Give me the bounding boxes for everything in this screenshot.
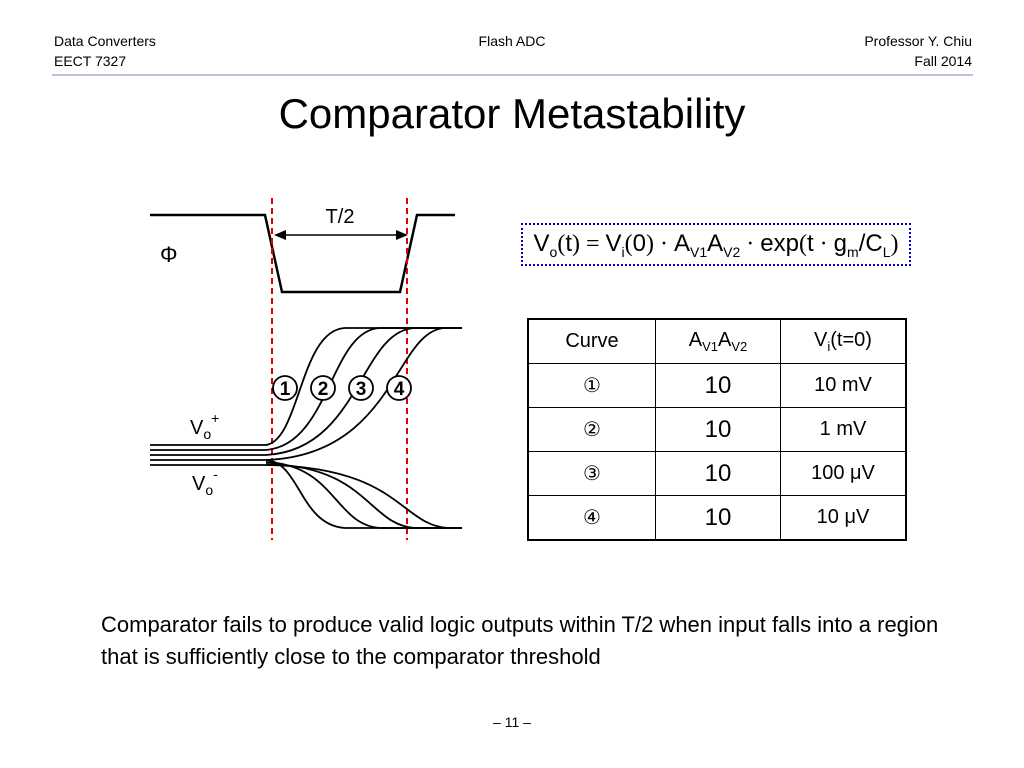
header-gain: AV1AV2 bbox=[655, 318, 781, 364]
curve-marker-2-label: 2 bbox=[318, 379, 329, 400]
slide-caption: Comparator fails to produce valid logic … bbox=[101, 612, 939, 669]
table-row: ③ 10 100 μV bbox=[527, 451, 907, 496]
table-row: ① 10 10 mV bbox=[527, 363, 907, 408]
course-header: Data Converters EECT 7327 bbox=[54, 31, 156, 71]
table-row: ② 10 1 mV bbox=[527, 407, 907, 452]
curve-marker-4: 4 bbox=[386, 375, 412, 401]
cell-initial-voltage: 10 μV bbox=[780, 495, 907, 541]
cell-initial-voltage: 100 μV bbox=[780, 451, 907, 496]
instructor-name: Professor Y. Chiu bbox=[864, 33, 972, 49]
curve-parameter-table: Curve AV1AV2 Vi(t=0) ① 10 10 mV ② 10 1 m… bbox=[527, 318, 907, 541]
semester: Fall 2014 bbox=[914, 53, 972, 69]
input-baselines bbox=[150, 444, 266, 466]
course-name: Data Converters bbox=[54, 33, 156, 49]
cell-curve: ③ bbox=[527, 451, 656, 496]
vo-plus-curve-1 bbox=[265, 327, 462, 446]
curve-marker-3-label: 3 bbox=[356, 379, 367, 400]
vo-minus-curve-1 bbox=[265, 459, 462, 529]
clock-waveform bbox=[150, 213, 455, 294]
slide-title: Comparator Metastability bbox=[278, 90, 746, 137]
cell-curve: ① bbox=[527, 363, 656, 408]
cell-gain: 10 bbox=[655, 363, 781, 408]
page-number: – 11 – bbox=[493, 714, 531, 730]
curve-marker-3: 3 bbox=[348, 375, 374, 401]
cell-initial-voltage: 1 mV bbox=[780, 407, 907, 452]
cell-initial-voltage: 10 mV bbox=[780, 363, 907, 408]
vo-plus-label: Vo+ bbox=[190, 410, 219, 442]
instructor-header: Professor Y. Chiu Fall 2014 bbox=[864, 31, 972, 71]
vo-minus-curve-3 bbox=[265, 463, 462, 529]
curve-marker-2: 2 bbox=[310, 375, 336, 401]
output-voltage-equation: Vo(t) = Vi(0) · AV1AV2 · exp(t · gm/CL) bbox=[521, 223, 911, 266]
table-row: ④ 10 10 μV bbox=[527, 495, 907, 541]
cell-gain: 10 bbox=[655, 451, 781, 496]
arrow-head-left bbox=[274, 230, 286, 240]
table-header-row: Curve AV1AV2 Vi(t=0) bbox=[527, 318, 907, 364]
cell-gain: 10 bbox=[655, 407, 781, 452]
vo-minus-curve-2 bbox=[265, 461, 462, 529]
curve-marker-4-label: 4 bbox=[394, 379, 405, 400]
clock-label: Φ bbox=[160, 242, 178, 267]
header-curve: Curve bbox=[527, 318, 656, 364]
vo-minus-curve-4 bbox=[265, 464, 462, 529]
topic-header: Flash ADC bbox=[478, 33, 546, 49]
half-period-label: T/2 bbox=[326, 206, 355, 228]
cell-gain: 10 bbox=[655, 495, 781, 541]
curve-marker-1: 1 bbox=[272, 375, 298, 401]
header-divider bbox=[52, 74, 973, 76]
header-initial-voltage: Vi(t=0) bbox=[780, 318, 907, 364]
cell-curve: ② bbox=[527, 407, 656, 452]
arrow-head-right bbox=[396, 230, 408, 240]
curve-marker-1-label: 1 bbox=[280, 379, 291, 400]
course-number: EECT 7327 bbox=[54, 53, 127, 69]
cell-curve: ④ bbox=[527, 495, 656, 541]
vo-minus-label: Vo- bbox=[192, 466, 218, 498]
